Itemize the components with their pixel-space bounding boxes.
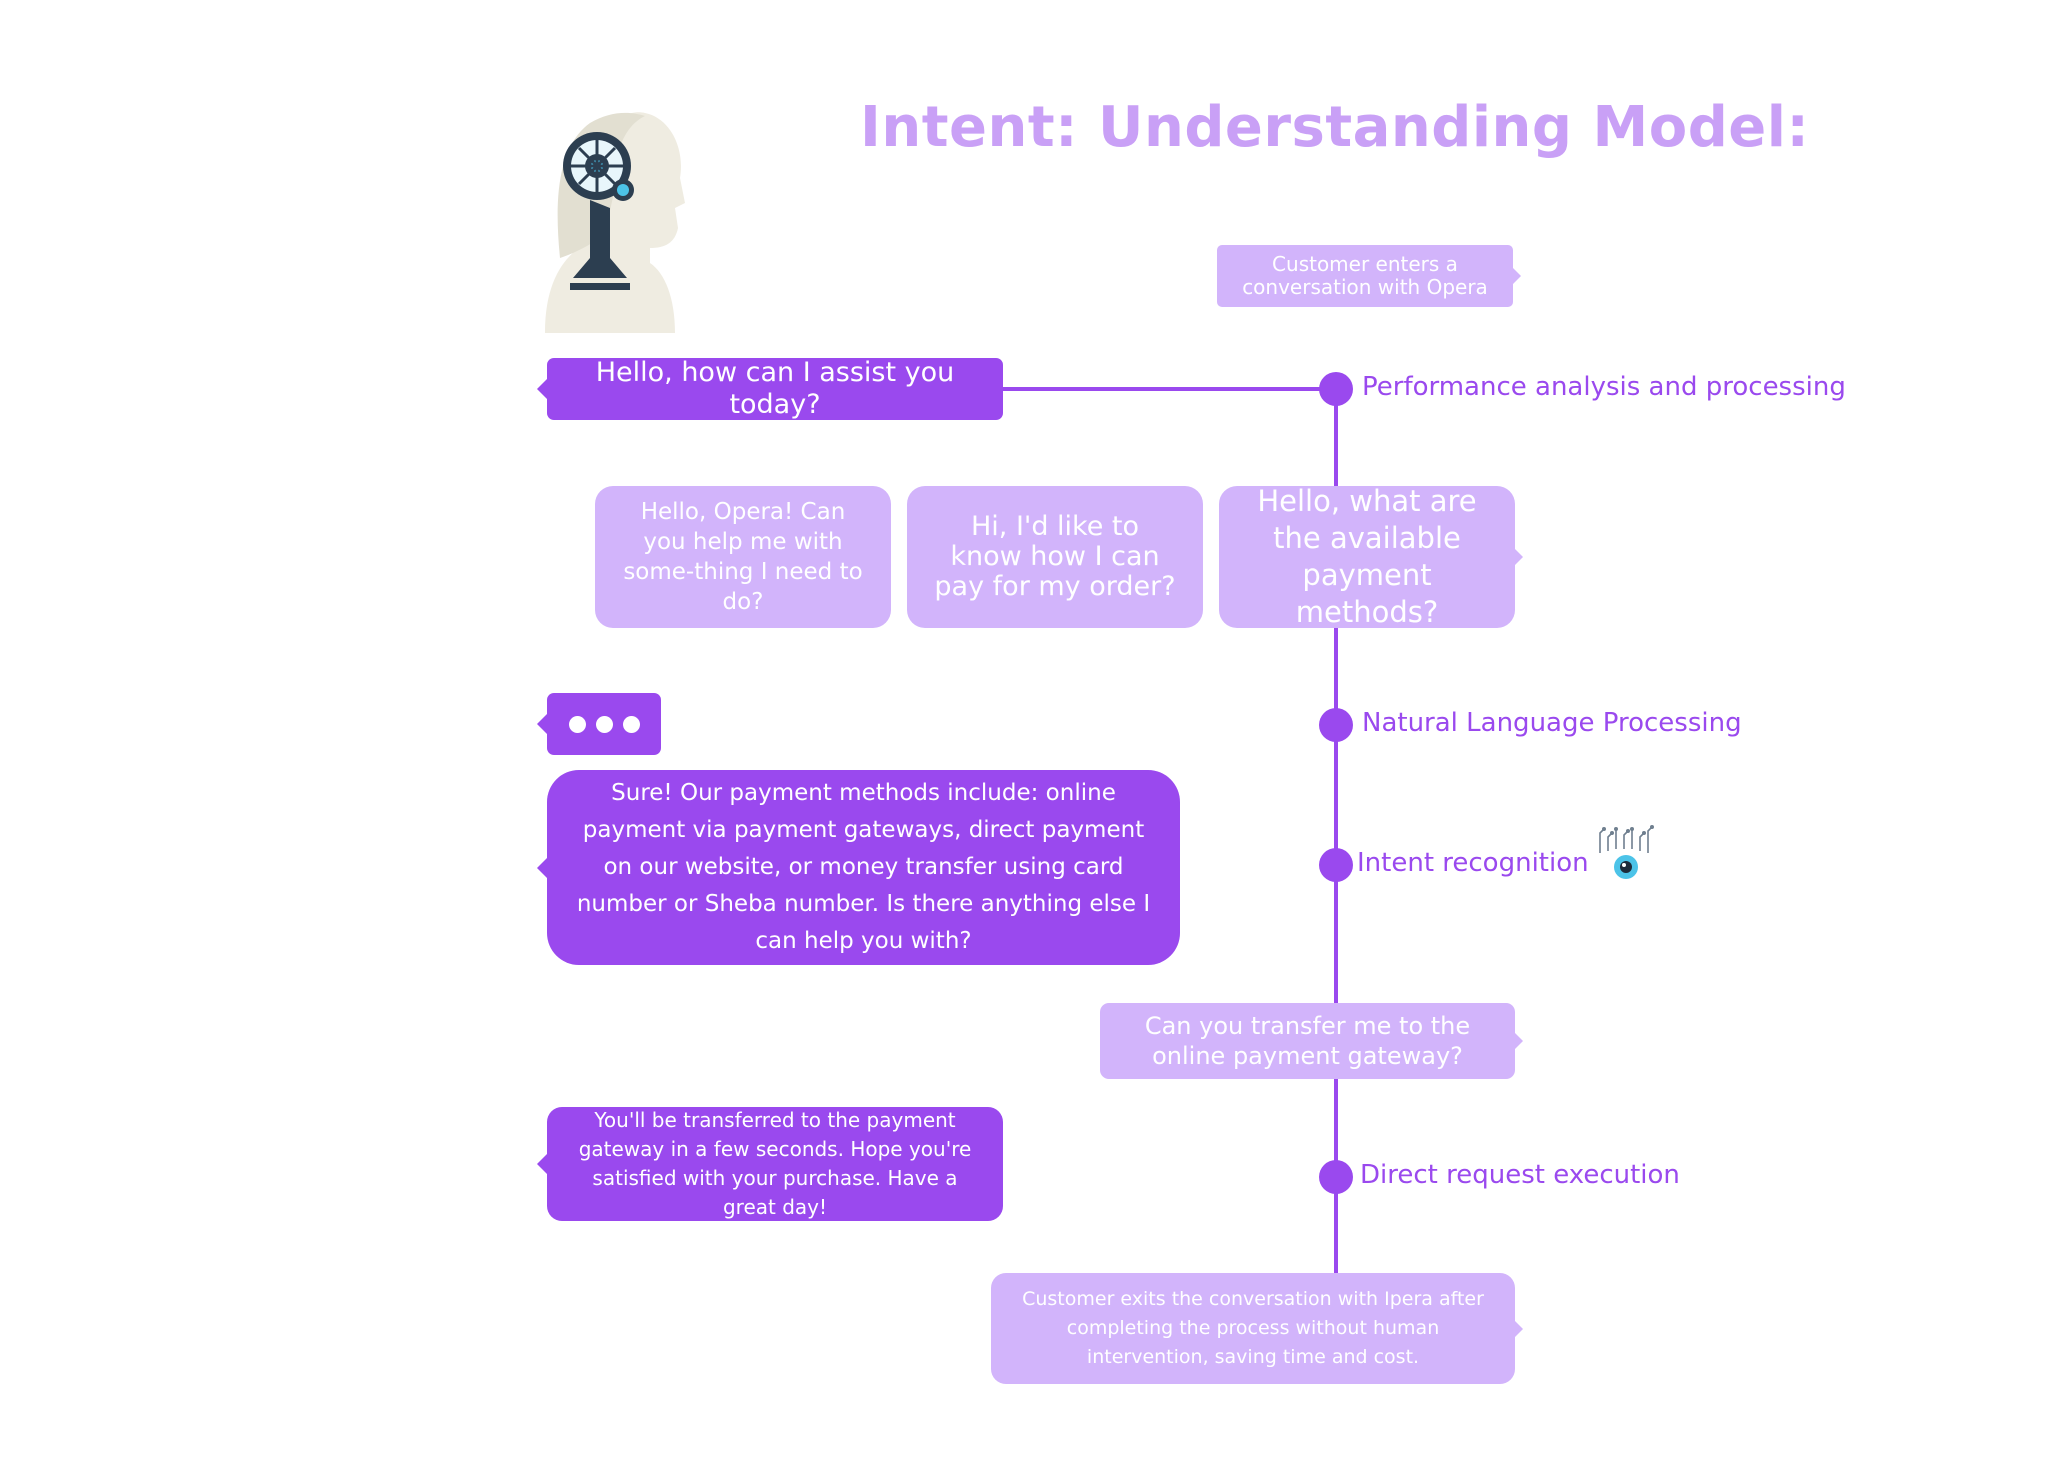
user-option-3-text: Hello, what are the available payment me…	[1257, 484, 1477, 629]
stage-node-intent	[1319, 848, 1353, 882]
user-option-1-text: Hello, Opera! Can you help me with some-…	[623, 499, 863, 615]
typing-dot	[595, 715, 613, 733]
bot-payment-answer-bubble: Sure! Our payment methods include: onlin…	[537, 770, 1180, 965]
conversation-end-text: Customer exits the conversation with Ipe…	[1022, 1288, 1484, 1368]
user-option-1: Hello, Opera! Can you help me with some-…	[595, 486, 891, 628]
stage-node-nlp	[1319, 708, 1353, 742]
user-option-3: Hello, what are the available payment me…	[1219, 484, 1523, 629]
conversation-start-text: Customer enters a conversation with Oper…	[1242, 252, 1488, 299]
user-transfer-request-bubble: Can you transfer me to the online paymen…	[1100, 1003, 1523, 1079]
typing-indicator-bubble	[537, 693, 661, 755]
conversation-start-box: Customer enters a conversation with Oper…	[1217, 245, 1521, 307]
robot-head-icon	[535, 108, 685, 333]
bot-transfer-answer-text: You'll be transferred to the payment gat…	[578, 1108, 972, 1219]
stage-label-nlp: Natural Language Processing	[1362, 708, 1742, 738]
cyber-eye-icon	[1594, 825, 1658, 881]
bot-greeting-text: Hello, how can I assist you today?	[595, 357, 955, 420]
typing-dot	[622, 715, 640, 733]
timeline-line	[1334, 390, 1338, 1275]
user-option-2: Hi, I'd like to know how I can pay for m…	[907, 486, 1203, 628]
stage-label-intent: Intent recognition	[1357, 848, 1589, 878]
typing-dot	[568, 715, 586, 733]
bot-greeting-bubble: Hello, how can I assist you today?	[537, 357, 1003, 420]
stage-node-execution	[1319, 1160, 1353, 1194]
stage-label-execution: Direct request execution	[1360, 1160, 1680, 1190]
user-option-2-text: Hi, I'd like to know how I can pay for m…	[934, 511, 1176, 602]
greeting-connector	[1000, 387, 1336, 391]
stage-node-analysis	[1319, 372, 1353, 406]
user-transfer-request-text: Can you transfer me to the online paymen…	[1144, 1012, 1471, 1070]
conversation-end-box: Customer exits the conversation with Ipe…	[991, 1273, 1523, 1384]
bot-payment-answer-text: Sure! Our payment methods include: onlin…	[576, 780, 1151, 954]
bot-transfer-answer-bubble: You'll be transferred to the payment gat…	[537, 1107, 1003, 1221]
stage-label-analysis: Performance analysis and processing	[1362, 372, 1846, 402]
page-title: Intent: Understanding Model:	[860, 95, 1810, 160]
